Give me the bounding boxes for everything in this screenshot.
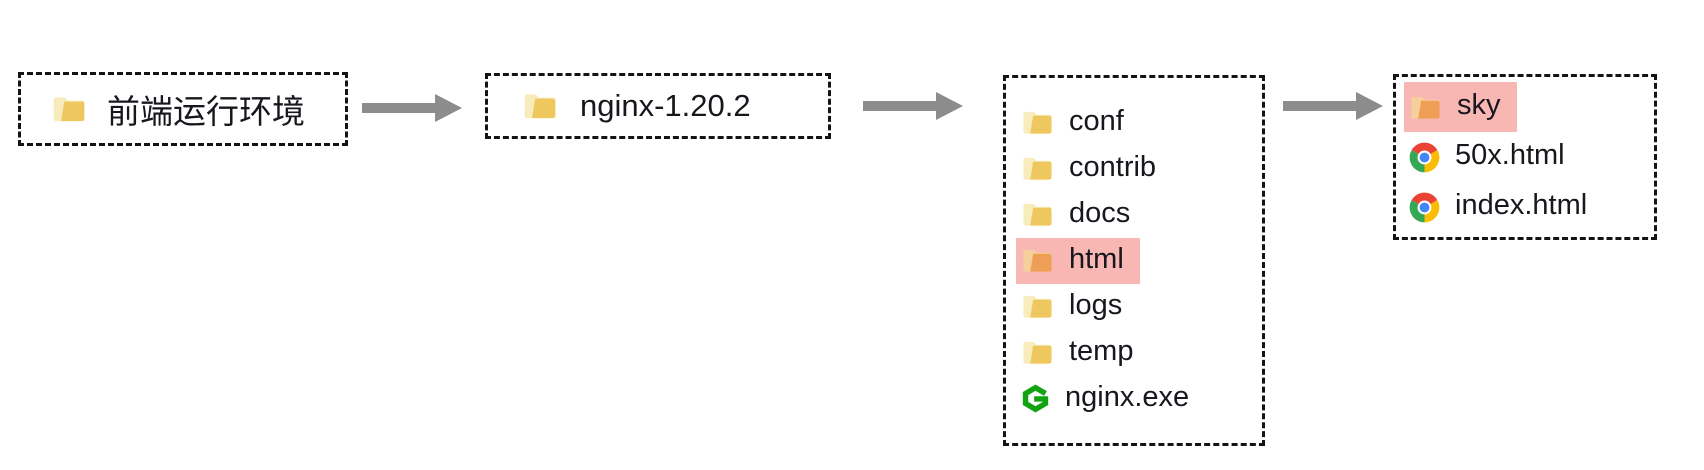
item-label: 50x.html [1455, 139, 1565, 171]
folder-icon [53, 97, 85, 122]
item-conf: conf [1016, 100, 1140, 146]
item-label: html [1069, 242, 1124, 275]
chrome-icon [1409, 142, 1440, 172]
arrow-right-icon [863, 92, 963, 120]
folder-icon [1023, 111, 1052, 134]
folder-icon [1023, 157, 1052, 180]
box-nginx-root: nginx-1.20.2 [485, 73, 831, 139]
item-temp: temp [1016, 330, 1149, 376]
box-nginx-contents: conf contrib docs html [1003, 75, 1265, 446]
item-index-html: index.html [1404, 182, 1603, 232]
item-label: logs [1069, 288, 1123, 321]
item-logs: logs [1016, 284, 1138, 330]
item-label: temp [1069, 334, 1134, 367]
folder-icon [1023, 341, 1052, 364]
item-label: index.html [1455, 189, 1588, 221]
item-50x-html: 50x.html [1404, 132, 1581, 182]
item-html-highlighted: html [1016, 237, 1140, 284]
nginx-icon [1022, 384, 1049, 413]
item-nginx-exe: nginx.exe [1016, 376, 1205, 422]
folder-icon [1411, 96, 1440, 119]
item-docs: docs [1016, 192, 1146, 238]
nginx-root-label: nginx-1.20.2 [580, 88, 751, 123]
item-label: conf [1069, 104, 1124, 137]
item-sky-highlighted: sky [1404, 82, 1517, 132]
box-html-contents: sky 50x.html index.html [1393, 74, 1657, 240]
folder-icon [1023, 295, 1052, 318]
folder-icon [524, 94, 556, 119]
arrow-right-icon [1283, 92, 1383, 120]
box-frontend-env: 前端运行环境 [18, 72, 348, 146]
item-label: docs [1069, 196, 1131, 229]
frontend-env-label: 前端运行环境 [107, 93, 305, 130]
item-label: sky [1457, 89, 1501, 121]
folder-icon [1023, 249, 1052, 272]
folder-icon [1023, 203, 1052, 226]
chrome-icon [1409, 192, 1440, 222]
item-contrib: contrib [1016, 146, 1172, 192]
item-label: contrib [1069, 150, 1157, 183]
arrow-right-icon [362, 94, 462, 122]
item-label: nginx.exe [1065, 380, 1190, 413]
